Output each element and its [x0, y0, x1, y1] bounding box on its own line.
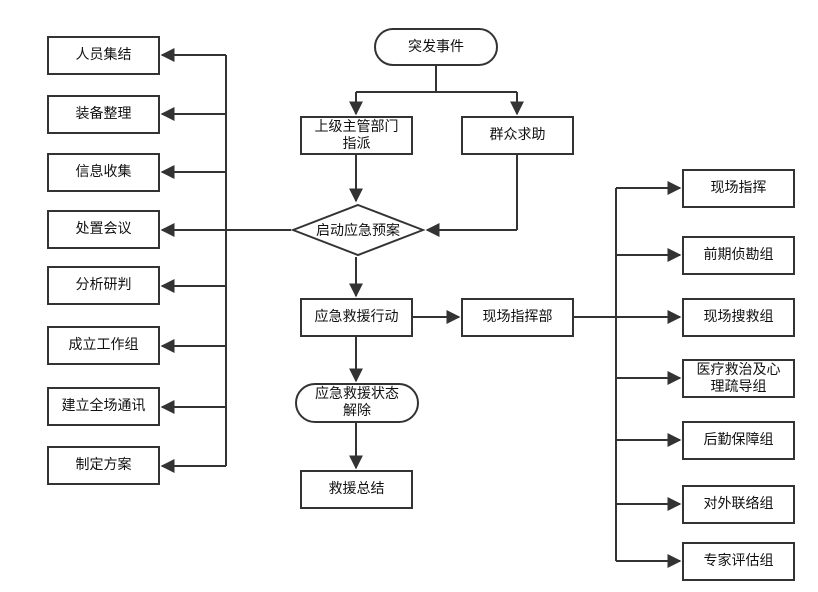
left-item: 分析研判	[47, 266, 160, 305]
right-item: 前期侦勘组	[682, 236, 795, 275]
right-item: 专家评估组	[682, 542, 795, 581]
node-rescue-lifted: 应急救援状态 解除	[295, 383, 419, 423]
left-item: 处置会议	[47, 210, 160, 249]
left-item: 信息收集	[47, 153, 160, 192]
right-item: 现场搜救组	[682, 298, 795, 337]
node-rescue-action: 应急救援行动	[300, 298, 413, 337]
left-item: 建立全场通讯	[47, 387, 160, 426]
node-field-hq: 现场指挥部	[461, 298, 574, 337]
right-item: 对外联络组	[682, 485, 795, 524]
node-rescue-summary: 救援总结	[300, 470, 413, 509]
left-item: 人员集结	[47, 36, 160, 75]
node-sudden-event: 突发事件	[374, 28, 498, 66]
left-item: 制定方案	[47, 446, 160, 485]
right-item: 医疗救治及心 理疏导组	[682, 359, 795, 398]
node-public-help: 群众求助	[461, 116, 574, 155]
left-item: 装备整理	[47, 95, 160, 134]
node-start-plan-diamond	[291, 203, 425, 257]
node-start-plan: 启动应急预案	[316, 223, 400, 239]
node-superior-dispatch: 上级主管部门 指派	[300, 116, 413, 155]
right-item: 现场指挥	[682, 169, 795, 208]
left-item: 成立工作组	[47, 326, 160, 365]
right-item: 后勤保障组	[682, 421, 795, 460]
